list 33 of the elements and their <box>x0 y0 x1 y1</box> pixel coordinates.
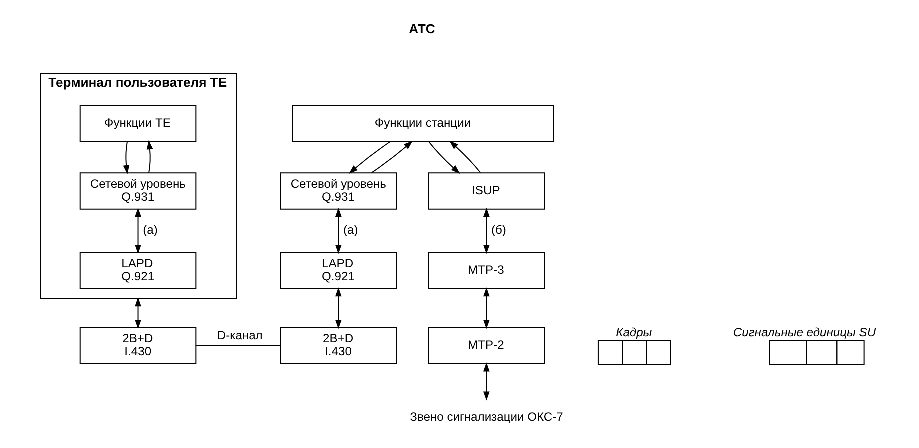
node-box: Функции станции <box>292 104 554 142</box>
node-box: Сетевой уровень Q.931 <box>80 172 197 210</box>
edge-label: (a) <box>143 222 158 237</box>
arrow <box>135 207 142 254</box>
connector <box>196 344 280 346</box>
label: АТС <box>409 21 436 36</box>
node-box: LAPD Q.921 <box>280 252 398 289</box>
arrow <box>450 140 482 173</box>
arrow <box>123 141 130 174</box>
node-label: Кадры <box>616 324 652 339</box>
node-box: Функции TE <box>80 104 197 142</box>
edge-label: (б) <box>491 222 506 237</box>
arrow <box>335 207 342 254</box>
edge-label: D-канал <box>217 328 263 342</box>
node-box: LAPD Q.921 <box>80 252 197 289</box>
arrow <box>428 141 460 174</box>
node-box: Сетевой уровень Q.931 <box>280 172 398 210</box>
edge-label: (a) <box>344 222 358 237</box>
node-text: Звено сигнализации ОКС-7 <box>410 409 564 424</box>
node-box: 2B+D I.430 <box>280 326 398 364</box>
node-box: MTP-2 <box>428 326 546 364</box>
arrow <box>484 207 490 254</box>
arrow <box>372 140 413 173</box>
node-label: Сигнальные единицы SU <box>733 324 876 339</box>
node-box: MTP-3 <box>428 252 546 289</box>
arrow <box>146 140 154 173</box>
arrow <box>335 287 342 329</box>
arrow <box>484 287 490 329</box>
arrow <box>135 297 142 329</box>
node-box: ISUP <box>428 172 546 210</box>
node-box: 2B+D I.430 <box>80 326 197 364</box>
arrow <box>484 362 490 400</box>
arrow <box>349 141 391 174</box>
